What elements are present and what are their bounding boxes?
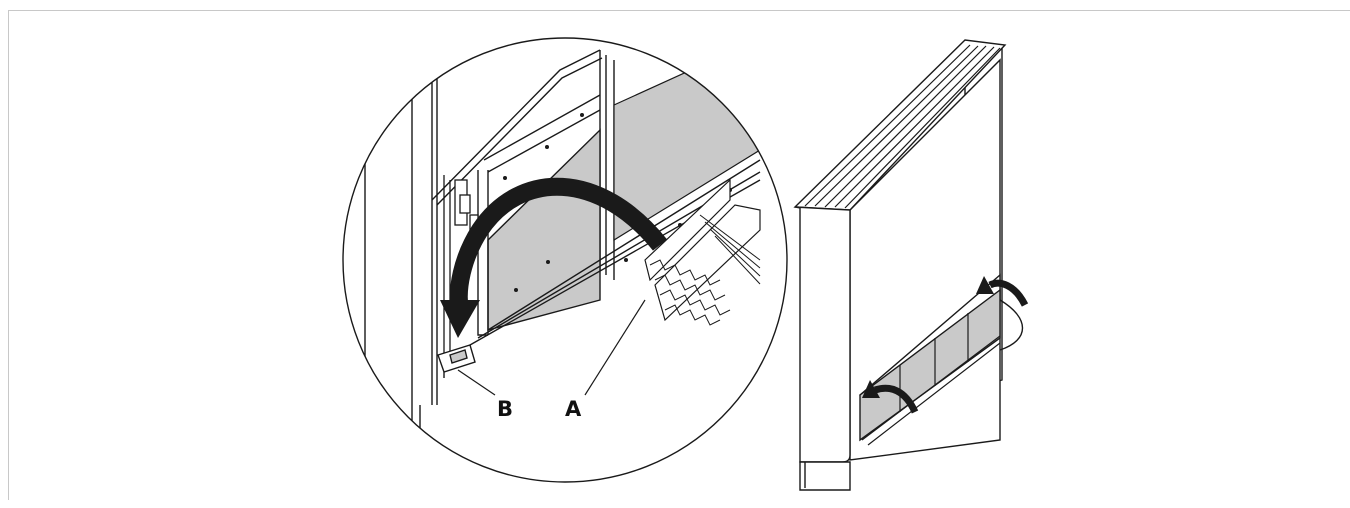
page-frame-border <box>8 10 1350 500</box>
curved-arrow-icon <box>440 177 668 338</box>
unit-side-wall <box>364 38 438 482</box>
detail-magnifier <box>342 37 788 483</box>
curved-arrow-icon <box>873 279 1029 414</box>
callout-label-b: B <box>497 397 515 421</box>
grey-filter-panel <box>487 128 601 331</box>
filter-grille-a <box>644 178 761 326</box>
arrowheads <box>862 276 994 398</box>
foot-bracket-b <box>437 344 476 378</box>
leader-lines <box>457 299 646 396</box>
fan-coil-unit <box>793 39 1024 491</box>
callout-label-a: A <box>565 397 583 421</box>
